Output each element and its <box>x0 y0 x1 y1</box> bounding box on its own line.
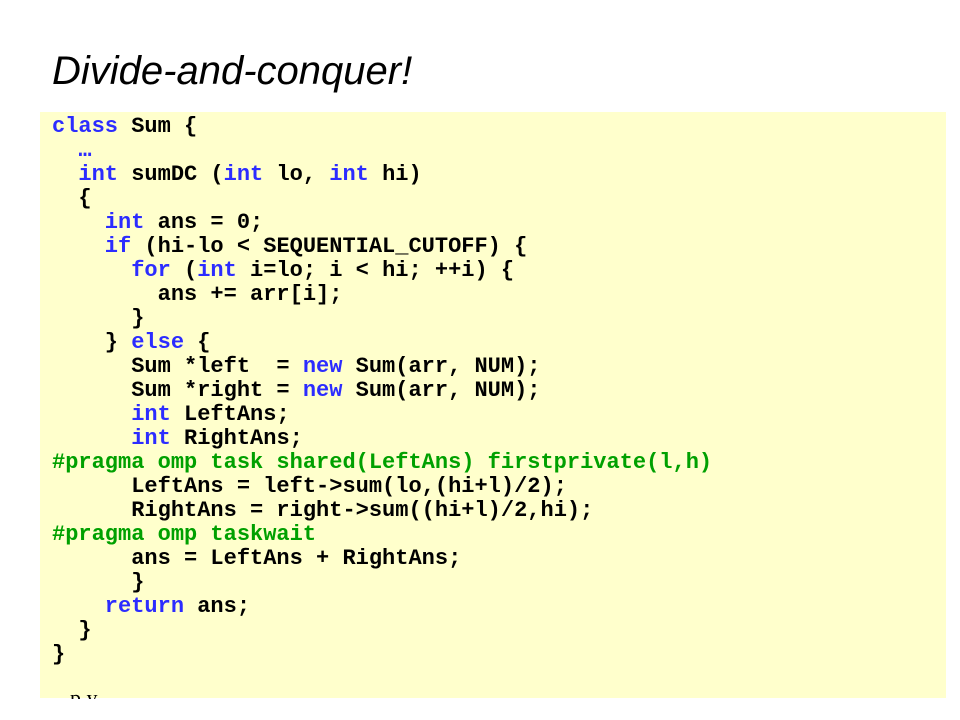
code-line: int ans = 0; <box>52 211 712 235</box>
code-text: { <box>52 186 92 211</box>
code-keyword: int <box>52 426 171 451</box>
code-text: ( <box>170 258 198 283</box>
code-text: Sum(arr, NUM); <box>342 378 541 403</box>
code-line: int sumDC (int lo, int hi) <box>52 163 712 187</box>
code-keyword: for <box>52 258 171 283</box>
code-text: ans = 0; <box>144 210 264 235</box>
code-text: sum((hi+l)/2,hi); <box>368 498 594 523</box>
code-text: ans += arr[i]; <box>52 282 343 307</box>
code-keyword: int <box>197 258 237 283</box>
code-text: LeftAns = left-> <box>52 474 343 499</box>
code-line: LeftAns = left->sum(lo,(hi+l)/2); <box>52 475 712 499</box>
code-pragma: #pragma omp task shared(LeftAns) firstpr… <box>52 450 713 475</box>
code-line: … <box>52 139 712 163</box>
code-line: } else { <box>52 331 712 355</box>
code-text: hi) <box>368 162 422 187</box>
code-text: (hi-lo < SEQUENTIAL_CUTOFF) { <box>131 234 528 259</box>
code-text: RightAns = right-> <box>52 498 369 523</box>
code-text: } <box>52 618 92 643</box>
code-text: Sum(arr, NUM); <box>342 354 541 379</box>
code-text: { <box>184 330 211 355</box>
code-text: Sum { <box>118 114 198 139</box>
code-keyword: int <box>223 162 264 187</box>
code-keyword: int <box>52 162 119 187</box>
code-line: #pragma omp taskwait <box>52 523 712 547</box>
code-text: ans; <box>184 594 251 619</box>
code-line: #pragma omp task shared(LeftAns) firstpr… <box>52 451 712 475</box>
code-keyword: int <box>329 162 369 187</box>
code-line: return ans; <box>52 595 712 619</box>
code-line: RightAns = right->sum((hi+l)/2,hi); <box>52 499 712 523</box>
code-keyword: int <box>52 402 171 427</box>
code-line: Sum *left = new Sum(arr, NUM); <box>52 355 712 379</box>
hidden-text-fragment: p y, <box>70 687 450 699</box>
code-text: ans = LeftAns + RightAns; <box>52 546 462 571</box>
code-text: } <box>52 306 145 331</box>
code-line: } <box>52 571 712 595</box>
code-keyword: int <box>52 210 145 235</box>
code-text: lo, <box>263 162 330 187</box>
code-keyword: return <box>52 594 185 619</box>
code-text: } <box>52 330 132 355</box>
code-text: i=lo; i < hi; ++i) { <box>236 258 515 283</box>
code-line: for (int i=lo; i < hi; ++i) { <box>52 259 712 283</box>
code-keyword: else <box>131 330 185 355</box>
code-text: RightAns; <box>170 426 303 451</box>
code-text: Sum *left = <box>52 354 303 379</box>
code-listing: class Sum { … int sumDC (int lo, int hi)… <box>52 115 712 667</box>
code-line: if (hi-lo < SEQUENTIAL_CUTOFF) { <box>52 235 712 259</box>
code-line: } <box>52 643 712 667</box>
code-line: Sum *right = new Sum(arr, NUM); <box>52 379 712 403</box>
code-line: int RightAns; <box>52 427 712 451</box>
code-keyword: … <box>52 138 92 163</box>
code-line: int LeftAns; <box>52 403 712 427</box>
code-line: class Sum { <box>52 115 712 139</box>
code-text: } <box>52 642 66 667</box>
code-text: } <box>52 570 145 595</box>
code-text: sumDC ( <box>118 162 224 187</box>
code-text: LeftAns; <box>170 402 290 427</box>
code-line: } <box>52 619 712 643</box>
code-line: } <box>52 307 712 331</box>
code-keyword: if <box>52 234 132 259</box>
code-keyword: new <box>302 378 343 403</box>
code-keyword: class <box>52 114 119 139</box>
slide-title: Divide-and-conquer! <box>52 49 413 93</box>
code-text: Sum *right = <box>52 378 303 403</box>
code-line: { <box>52 187 712 211</box>
code-line: ans += arr[i]; <box>52 283 712 307</box>
code-pragma: #pragma omp taskwait <box>52 522 317 547</box>
code-keyword: new <box>302 354 343 379</box>
code-line: ans = LeftAns + RightAns; <box>52 547 712 571</box>
code-text: sum(lo,(hi+l)/2); <box>342 474 567 499</box>
code-block: class Sum { … int sumDC (int lo, int hi)… <box>40 112 946 698</box>
